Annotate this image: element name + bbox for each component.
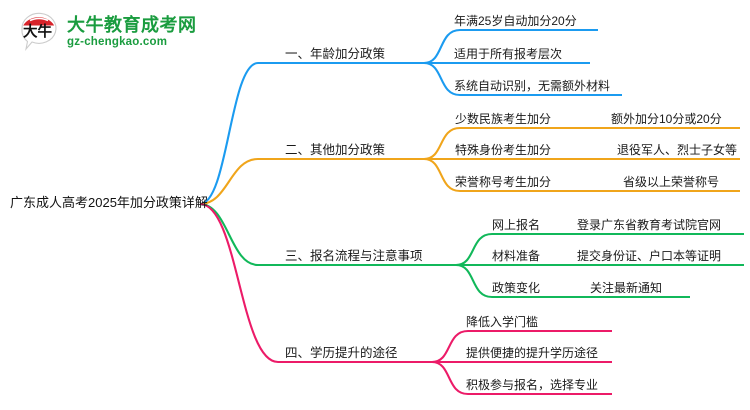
leaf-node-2-1[interactable]: 少数民族考生加分 — [455, 112, 552, 126]
leaf-node-3-2[interactable]: 材料准备 — [492, 249, 541, 263]
branch-4-wires — [199, 202, 612, 396]
leaf-node-4-2[interactable]: 提供便捷的提升学历途径 — [466, 346, 599, 360]
branch-node-4[interactable]: 四、学历提升的途径 — [285, 346, 398, 360]
branch-node-1[interactable]: 一、年龄加分政策 — [285, 47, 386, 61]
logo-domain: gz-chengkao.com — [67, 35, 168, 48]
detail-node-3-3[interactable]: 关注最新通知 — [590, 281, 663, 295]
leaf-node-4-3[interactable]: 积极参与报名，选择专业 — [466, 378, 599, 392]
leaf-node-3-1[interactable]: 网上报名 — [492, 218, 541, 232]
leaf-node-1-3[interactable]: 系统自动识别，无需额外材料 — [454, 79, 611, 93]
branch-2-wires — [199, 126, 740, 206]
detail-node-3-1[interactable]: 登录广东省教育考试院官网 — [577, 218, 722, 232]
leaf-node-1-2[interactable]: 适用于所有报考层次 — [454, 47, 563, 61]
logo-title: 大牛教育成考网 — [67, 14, 197, 35]
logo-mark-icon: 大牛 — [18, 11, 60, 53]
detail-node-3-2[interactable]: 提交身份证、户口本等证明 — [577, 249, 722, 263]
detail-node-2-2[interactable]: 退役军人、烈士子女等 — [617, 143, 738, 157]
logo-text-wrap: 大牛教育成考网 gz-chengkao.com — [67, 16, 197, 49]
mindmap-root-node[interactable]: 广东成人高考2025年加分政策详解 — [10, 195, 208, 210]
leaf-node-1-1[interactable]: 年满25岁自动加分20分 — [454, 14, 577, 28]
logo-mark-text: 大牛 — [23, 23, 52, 41]
detail-node-2-3[interactable]: 省级以上荣誉称号 — [623, 175, 720, 189]
detail-node-2-1[interactable]: 额外加分10分或20分 — [611, 112, 722, 126]
branch-node-3[interactable]: 三、报名流程与注意事项 — [285, 249, 423, 263]
leaf-node-2-3[interactable]: 荣誉称号考生加分 — [455, 175, 552, 189]
site-logo[interactable]: 大牛 大牛教育成考网 gz-chengkao.com — [18, 9, 218, 55]
leaf-node-4-1[interactable]: 降低入学门槛 — [466, 315, 539, 329]
leaf-node-2-2[interactable]: 特殊身份考生加分 — [455, 143, 552, 157]
leaf-node-3-3[interactable]: 政策变化 — [492, 281, 541, 295]
branch-node-2[interactable]: 二、其他加分政策 — [285, 143, 386, 157]
